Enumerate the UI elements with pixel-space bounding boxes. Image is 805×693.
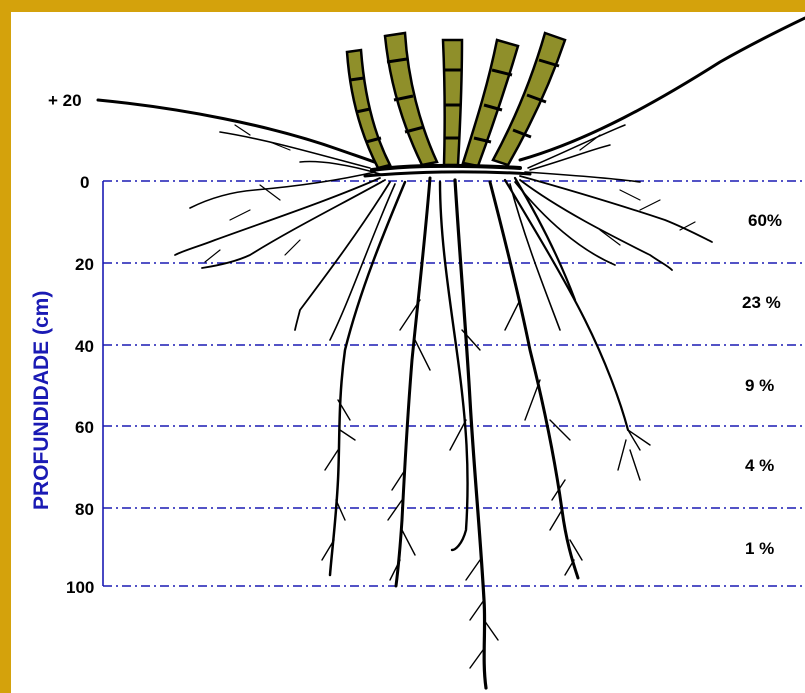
cane-stem — [443, 40, 462, 165]
layer-percentage: 9 % — [745, 376, 774, 395]
depth-tick-label: 20 — [75, 255, 94, 274]
layer-percentage: 4 % — [745, 456, 774, 475]
depth-tick-label: 100 — [66, 578, 94, 597]
depth-tick-label: 40 — [75, 337, 94, 356]
root-system — [175, 125, 712, 688]
layer-percentage: 60% — [748, 211, 782, 230]
surface-height-label: + 20 — [48, 91, 82, 110]
cane-stem — [385, 33, 437, 165]
axis-title: PROFUNDIDADE (cm) — [30, 291, 53, 510]
depth-tick-label: 80 — [75, 500, 94, 519]
depth-tick-label: 0 — [80, 173, 89, 192]
depth-tick-label: 60 — [75, 418, 94, 437]
layer-percentage: 23 % — [742, 293, 781, 312]
depth-tick-labels: 0 20 40 60 80 100 — [66, 173, 94, 597]
cane-stems — [347, 33, 565, 168]
layer-percentage: 1 % — [745, 539, 774, 558]
